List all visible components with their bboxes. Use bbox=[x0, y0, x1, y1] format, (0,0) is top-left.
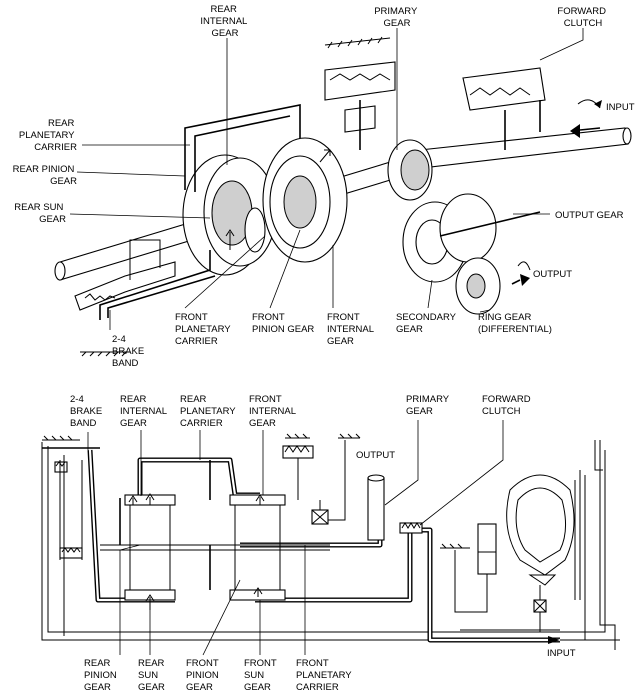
label-top-ring-gear: RING GEAR (DIFFERENTIAL) bbox=[478, 312, 552, 335]
label-top-rear-sun-gear: REAR SUN GEAR bbox=[14, 202, 66, 225]
label-top-brake-band: 2-4 BRAKE BAND bbox=[112, 334, 147, 369]
label-top-front-planetary-carrier: FRONT PLANETARY CARRIER bbox=[175, 312, 233, 347]
label-bottom-primary-gear: PRIMARY GEAR bbox=[406, 394, 452, 417]
label-top-front-internal-gear: FRONT INTERNAL GEAR bbox=[327, 312, 376, 347]
label-bottom-front-planetary-carrier: FRONT PLANETARY CARRIER bbox=[296, 658, 354, 693]
label-bottom-rear-planetary-carrier: REAR PLANETARY CARRIER bbox=[180, 394, 238, 429]
label-top-rear-internal-gear: REAR INTERNAL GEAR bbox=[200, 4, 249, 39]
label-bottom-front-internal-gear: FRONT INTERNAL GEAR bbox=[249, 394, 298, 429]
label-top-rear-pinion-gear: REAR PINION GEAR bbox=[13, 164, 78, 187]
label-bottom-front-sun-gear: FRONT SUN GEAR bbox=[244, 658, 279, 693]
label-top-rear-planetary-carrier: REAR PLANETARY CARRIER bbox=[19, 118, 77, 153]
label-top-forward-clutch: FORWARD CLUTCH bbox=[557, 6, 608, 29]
label-bottom-rear-internal-gear: REAR INTERNAL GEAR bbox=[120, 394, 169, 429]
label-bottom-output: OUTPUT bbox=[356, 450, 395, 461]
label-bottom-rear-pinion-gear: REAR PINION GEAR bbox=[84, 658, 119, 693]
label-bottom-brake-band: 2-4 BRAKE BAND bbox=[70, 394, 105, 429]
label-top-front-pinion-gear: FRONT PINION GEAR bbox=[252, 312, 314, 335]
cutaway-illustration bbox=[54, 28, 632, 357]
top-labels: REAR INTERNAL GEAR PRIMARY GEAR FORWARD … bbox=[13, 4, 635, 369]
schematic-diagram bbox=[41, 420, 620, 656]
label-bottom-front-pinion-gear: FRONT PINION GEAR bbox=[186, 658, 221, 693]
label-top-output-gear: OUTPUT GEAR bbox=[555, 210, 624, 221]
label-top-primary-gear: PRIMARY GEAR bbox=[374, 6, 420, 29]
label-bottom-input: INPUT bbox=[547, 648, 576, 659]
label-bottom-forward-clutch: FORWARD CLUTCH bbox=[482, 394, 533, 417]
label-bottom-rear-sun-gear: REAR SUN GEAR bbox=[138, 658, 167, 693]
label-top-input: INPUT bbox=[606, 102, 635, 113]
label-top-output: OUTPUT bbox=[533, 269, 572, 280]
bottom-labels: 2-4 BRAKE BAND REAR INTERNAL GEAR REAR P… bbox=[70, 394, 576, 693]
label-top-secondary-gear: SECONDARY GEAR bbox=[396, 312, 458, 335]
